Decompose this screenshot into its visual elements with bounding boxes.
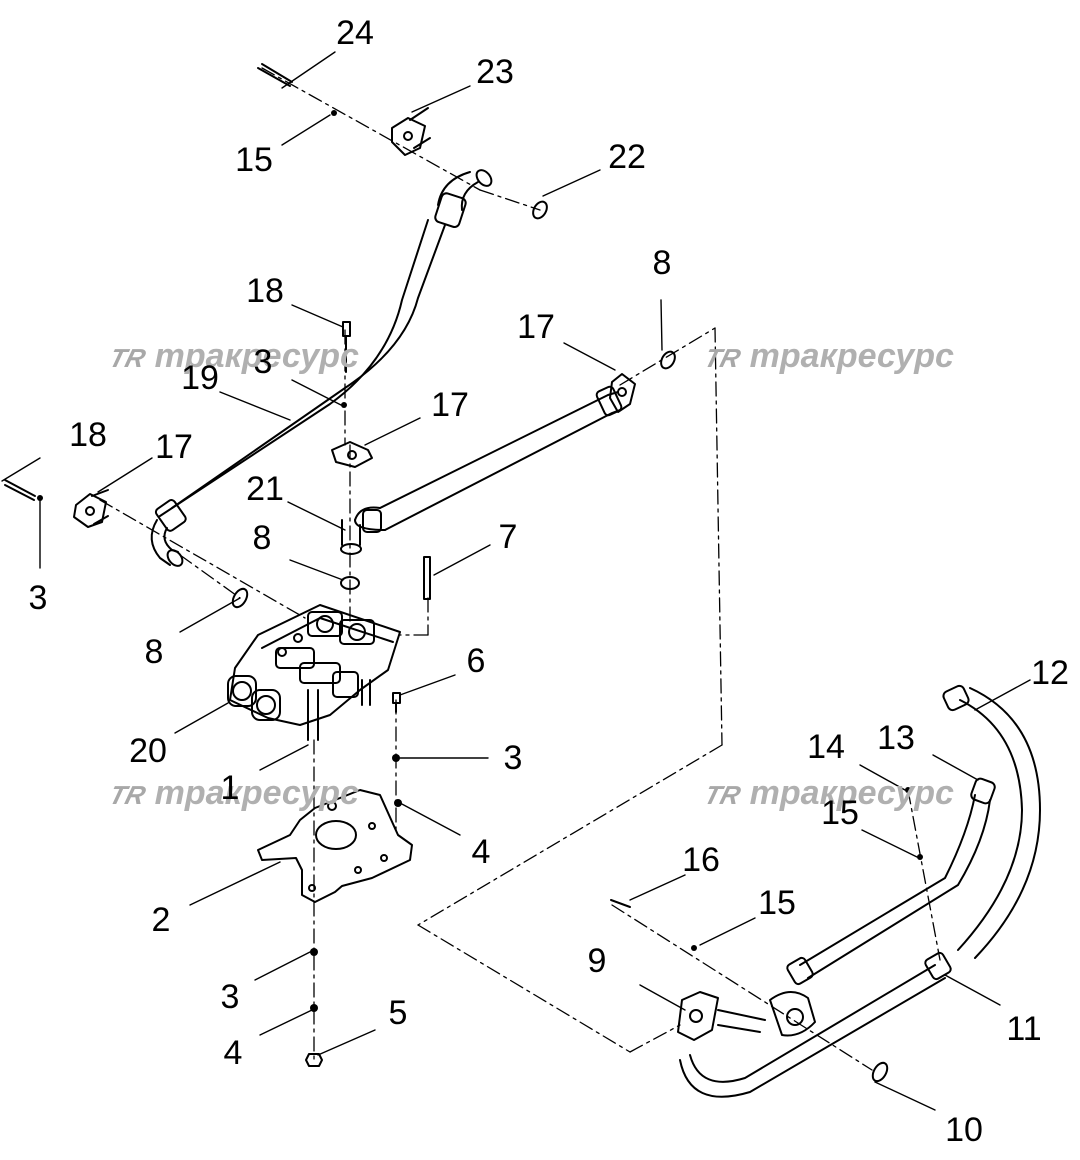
callout-16: 16 (682, 841, 720, 879)
watermark-text: тракресурс (154, 337, 359, 375)
callout-3: 3 (503, 739, 523, 777)
flange-17-top (331, 441, 373, 468)
callout-14: 14 (807, 728, 845, 766)
bolts (4, 63, 631, 908)
callout-10: 10 (945, 1111, 983, 1149)
callout-8: 8 (252, 519, 272, 557)
callout-18: 18 (246, 272, 284, 310)
callout-6: 6 (466, 642, 486, 680)
hose-19 (150, 169, 493, 567)
callout-8: 8 (652, 244, 672, 282)
callout-13: 13 (877, 719, 915, 757)
callout-17: 17 (517, 308, 555, 346)
watermark-logo: TR (106, 343, 149, 373)
watermark-logo: TR (701, 780, 744, 810)
watermark-text: тракресурс (749, 337, 954, 375)
callout-3: 3 (220, 978, 240, 1016)
watermark-text: тракресурс (749, 774, 954, 812)
callout-18: 18 (69, 416, 107, 454)
callout-4: 4 (223, 1034, 243, 1072)
hose-21 (340, 385, 623, 555)
flange-17-right (609, 373, 636, 413)
washers (37, 110, 923, 1012)
leader-lines (1, 51, 1031, 1111)
o-rings (231, 200, 889, 1083)
callout-2: 2 (151, 901, 171, 939)
flange-23 (391, 107, 431, 156)
callout-17: 17 (155, 428, 193, 466)
nut-5 (305, 1053, 323, 1067)
mounting-plate-2 (257, 789, 413, 903)
callout-22: 22 (608, 138, 646, 176)
callout-1: 1 (220, 769, 240, 807)
flange-17-left (73, 489, 109, 528)
callout-4: 4 (471, 833, 491, 871)
callout-19: 19 (181, 359, 219, 397)
assembly-lines (99, 67, 941, 1071)
watermark-logo: TR (701, 343, 744, 373)
callout-11: 11 (1006, 1010, 1042, 1048)
callout-3: 3 (253, 343, 273, 381)
callout-15: 15 (821, 794, 859, 832)
callout-9: 9 (587, 942, 607, 980)
callout-15: 15 (758, 884, 796, 922)
watermark-text: тракресурс (154, 774, 359, 812)
callout-8: 8 (144, 633, 164, 671)
callout-3: 3 (28, 579, 48, 617)
callout-21: 21 (246, 470, 284, 508)
callout-17: 17 (431, 386, 469, 424)
callout-12: 12 (1031, 654, 1069, 692)
valve-block-20 (227, 604, 401, 741)
watermark-logo: TR (106, 780, 149, 810)
callout-15: 15 (235, 141, 273, 179)
callout-23: 23 (476, 53, 514, 91)
callout-5: 5 (388, 994, 408, 1032)
lower-hoses (677, 684, 1041, 1098)
callout-24: 24 (336, 14, 374, 52)
callout-20: 20 (129, 732, 167, 770)
callout-7: 7 (498, 518, 518, 556)
